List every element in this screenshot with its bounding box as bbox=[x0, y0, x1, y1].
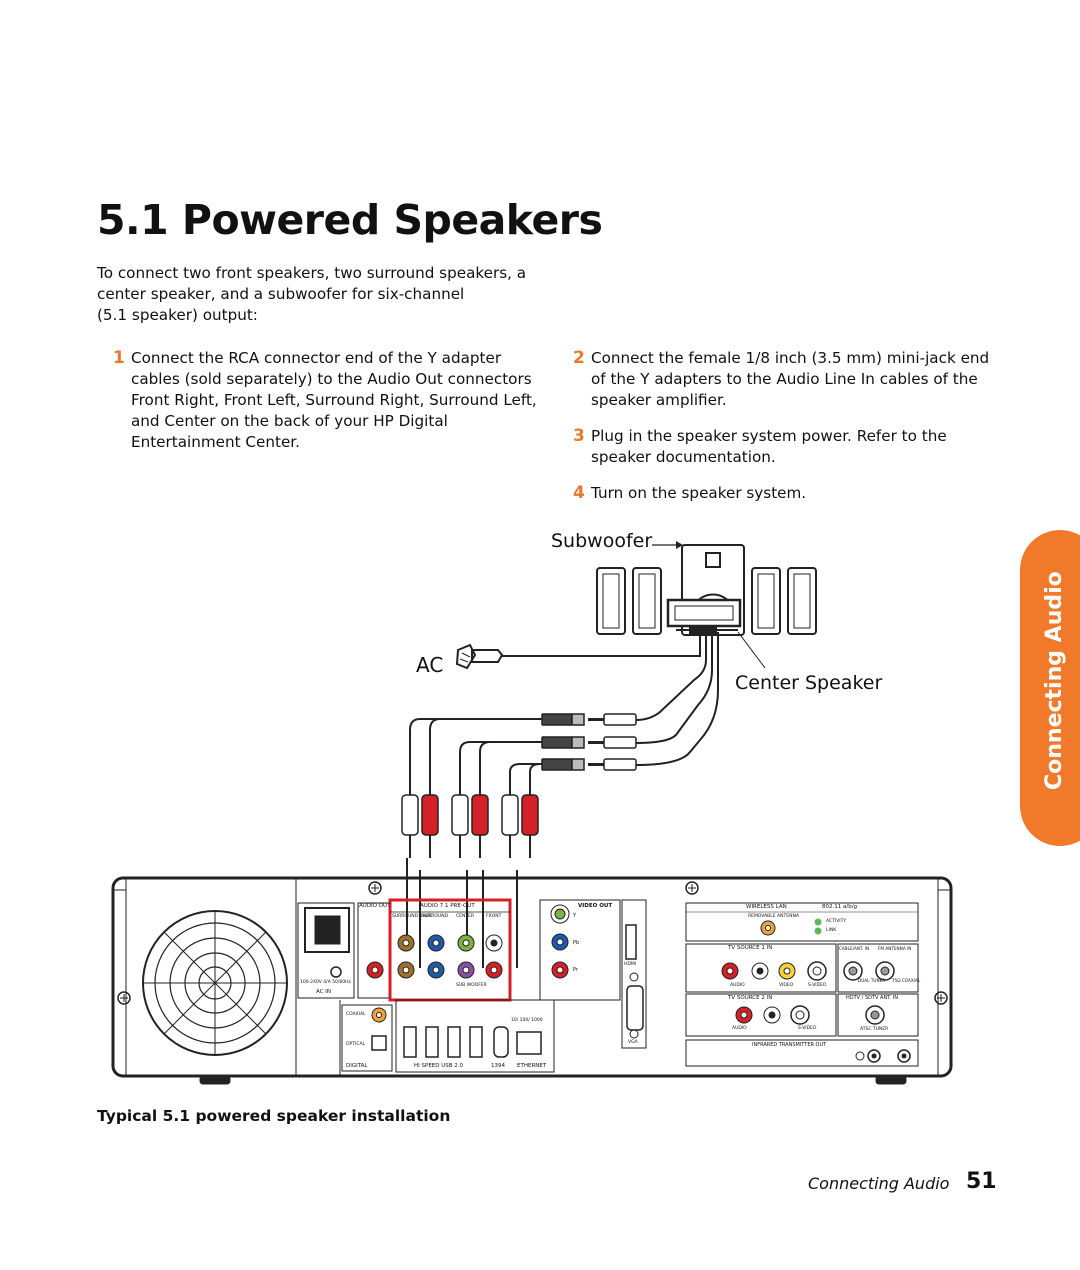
wireless-label: WIRELESS LAN bbox=[746, 904, 787, 910]
step-2: 2 Connect the female 1/8 inch (3.5 mm) m… bbox=[573, 348, 990, 411]
infrared-label: INFRARED TRANSMITTER OUT bbox=[752, 1042, 827, 1048]
step-number: 4 bbox=[573, 483, 585, 503]
mini-jacks bbox=[541, 713, 637, 771]
dual-tuner-label: DUAL TUNER bbox=[858, 978, 886, 983]
audio-out-label: AUDIO OUT bbox=[359, 903, 391, 909]
svideo-2-label: S-VIDEO bbox=[798, 1026, 817, 1031]
ac-plug bbox=[455, 643, 504, 670]
video-out-label: VIDEO OUT bbox=[578, 903, 613, 909]
svideo-label: S-VIDEO bbox=[808, 983, 827, 988]
removable-antenna-label: REMOVABLE ANTENNA bbox=[748, 914, 799, 919]
wireless-std-label: 802.11 a/b/g bbox=[822, 904, 858, 910]
activity-label: ACTIVITY bbox=[826, 919, 847, 924]
rear-panel bbox=[111, 876, 953, 1085]
step-line: Connect the female 1/8 inch (3.5 mm) min… bbox=[591, 349, 990, 367]
surround-label: SURROUND bbox=[422, 914, 449, 919]
pb-label: Pb bbox=[573, 940, 580, 946]
vga-label: VGA bbox=[628, 1040, 638, 1045]
sub-woofer-label: SUB WOOFER bbox=[456, 983, 487, 988]
cable-ant-label: CABLE/ANT. IN bbox=[839, 946, 870, 951]
voltage-label: 100-240V 4/A 50/60Hz bbox=[300, 980, 351, 985]
page-number: 51 bbox=[966, 1169, 997, 1194]
panel-leads bbox=[406, 858, 518, 968]
firewire-label: 1394 bbox=[491, 1063, 505, 1069]
intro-line: To connect two front speakers, two surro… bbox=[97, 264, 527, 282]
step-line: Front Right, Front Left, Surround Right,… bbox=[131, 391, 537, 409]
intro-line: center speaker, and a subwoofer for six-… bbox=[97, 285, 465, 303]
intro-paragraph: To connect two front speakers, two surro… bbox=[97, 263, 567, 326]
pr-label: Pr bbox=[573, 967, 578, 973]
atsc-tuner-label: ATSC TUNER bbox=[860, 1027, 889, 1032]
tv-source-1-label: TV SOURCE 1 IN bbox=[728, 945, 773, 951]
section-tab-label: Connecting Audio bbox=[1042, 571, 1067, 790]
step-line: cables (sold separately) to the Audio Ou… bbox=[131, 370, 532, 388]
hdtv-label: HDTV / SDTV ANT. IN bbox=[846, 995, 899, 1001]
center-label: CENTER bbox=[456, 914, 475, 919]
coax75-label: 75Ω COAXIAL bbox=[892, 978, 921, 983]
step-line: and Center on the back of your HP Digita… bbox=[131, 412, 448, 430]
step-line: Plug in the speaker system power. Refer … bbox=[591, 427, 947, 445]
audio-2-label: AUDIO bbox=[732, 1026, 747, 1031]
step-1: 1 Connect the RCA connector end of the Y… bbox=[113, 348, 537, 453]
surround-back-label: SURROUND BACK bbox=[392, 914, 432, 919]
step-line: of the Y adapters to the Audio Line In c… bbox=[591, 370, 978, 388]
step-line: Entertainment Center. bbox=[131, 433, 300, 451]
y-adapter-cables bbox=[409, 718, 542, 795]
speaker-system bbox=[596, 544, 817, 636]
hdmi-label: HDMI bbox=[624, 962, 637, 967]
step-number: 1 bbox=[113, 348, 125, 368]
usb-label: HI SPEED USB 2.0 bbox=[414, 1063, 464, 1069]
optical-label: OPTICAL bbox=[346, 1042, 366, 1047]
step-3: 3 Plug in the speaker system power. Refe… bbox=[573, 426, 947, 468]
digital-label: DIGITAL bbox=[346, 1063, 368, 1069]
tv-source-2-label: TV SOURCE 2 IN bbox=[728, 995, 773, 1001]
y-label: Y bbox=[573, 913, 577, 919]
speaker-cables bbox=[635, 632, 719, 766]
ac-in-label: AC IN bbox=[316, 989, 331, 995]
step-number: 3 bbox=[573, 426, 585, 446]
link-label: LINK bbox=[826, 928, 837, 933]
step-line: speaker amplifier. bbox=[591, 391, 727, 409]
center-speaker-label: Center Speaker bbox=[735, 672, 883, 694]
step-line: Turn on the speaker system. bbox=[591, 484, 807, 502]
ethernet-label: ETHERNET bbox=[517, 1063, 547, 1069]
step-number: 2 bbox=[573, 348, 585, 368]
section-tab[interactable] bbox=[1020, 530, 1080, 846]
figure-caption: Typical 5.1 powered speaker installation bbox=[97, 1107, 451, 1125]
coaxial-label: COAXIAL bbox=[346, 1012, 366, 1017]
speed-label: 10/ 100/ 1000 bbox=[511, 1018, 543, 1023]
fm-antenna-label: FM ANTENNA IN bbox=[878, 946, 912, 951]
intro-line: (5.1 speaker) output: bbox=[97, 306, 258, 324]
front-label: FRONT bbox=[486, 914, 502, 919]
step-line: speaker documentation. bbox=[591, 448, 776, 466]
footer-section: Connecting Audio bbox=[808, 1174, 950, 1193]
subwoofer-label: Subwoofer bbox=[551, 530, 653, 552]
audio-71-label: AUDIO 7.1 PRE-OUT bbox=[420, 903, 475, 909]
video-label: VIDEO bbox=[779, 983, 794, 988]
rca-plugs bbox=[401, 794, 539, 836]
step-4: 4 Turn on the speaker system. bbox=[573, 483, 807, 504]
step-line: Connect the RCA connector end of the Y a… bbox=[131, 349, 502, 367]
audio-label: AUDIO bbox=[730, 983, 745, 988]
ac-label: AC bbox=[416, 653, 444, 677]
page-title: 5.1 Powered Speakers bbox=[97, 196, 603, 244]
